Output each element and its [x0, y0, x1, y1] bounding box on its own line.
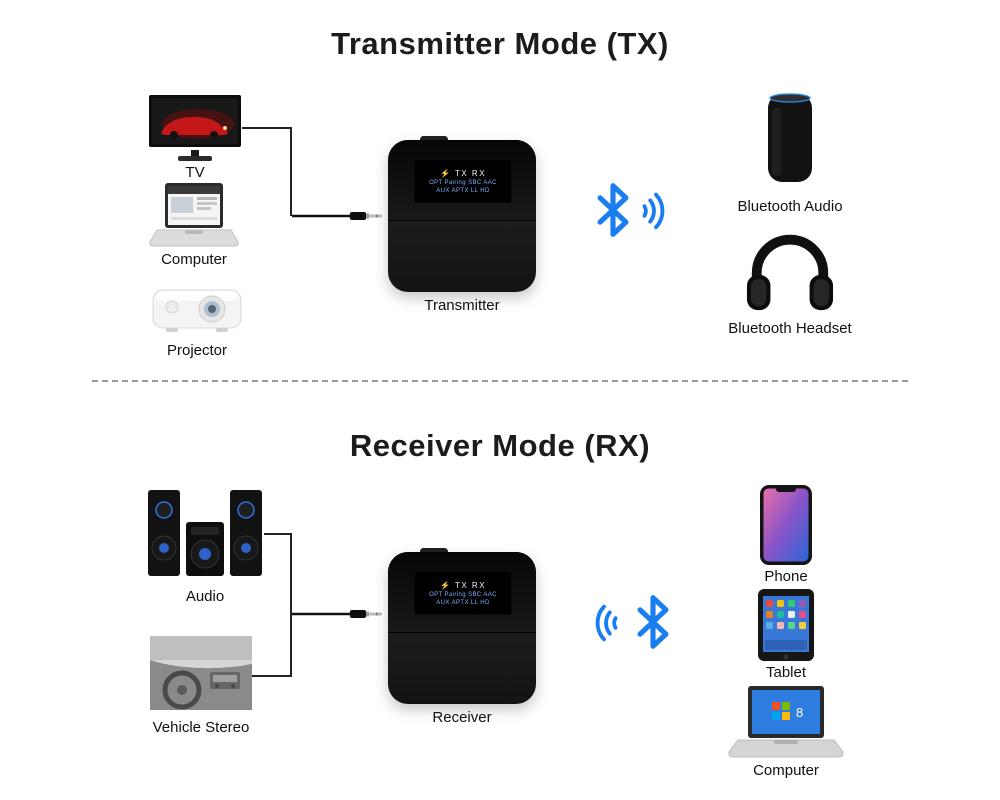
label-bluetooth-headset: Bluetooth Headset [728, 320, 852, 337]
device-codec-text: AUX APTX LL HD [436, 599, 490, 606]
device-codec-text: OPT Pairing SBC AAC [429, 179, 497, 186]
tablet-icon [758, 589, 814, 661]
rx-section-title: Receiver Mode (RX) [349, 428, 651, 463]
bluetooth-icon [637, 595, 669, 649]
bluetooth-icon [597, 183, 629, 237]
headphones-icon [746, 234, 834, 311]
device-display: ⚡ TX RX OPT Pairing SBC AAC AUX APTX LL … [414, 571, 512, 615]
transmitter-device: ⚡ TX RX OPT Pairing SBC AAC AUX APTX LL … [388, 136, 536, 292]
smart-speaker-icon [768, 93, 812, 182]
tv-icon [149, 95, 241, 161]
laptop-icon [149, 183, 239, 247]
laptop-screen-badge: 8 [796, 705, 803, 720]
label-projector: Projector [166, 342, 228, 359]
signal-waves-icon [595, 604, 618, 642]
device-gloss-panel: ⚡ TX RX OPT Pairing SBC AAC AUX APTX LL … [388, 140, 536, 221]
device-status-text: ⚡ TX RX [439, 168, 487, 178]
label-vehicle-stereo: Vehicle Stereo [152, 719, 250, 736]
bluetooth-signal-group [586, 592, 678, 652]
laptop-icon: 8 [728, 686, 844, 758]
device-codec-text: AUX APTX LL HD [436, 187, 490, 194]
car-stereo-icon [150, 636, 252, 710]
label-tablet: Tablet [765, 664, 807, 681]
connector-line [264, 533, 290, 535]
label-audio: Audio [185, 588, 225, 605]
speakers-icon [148, 490, 262, 576]
signal-waves-icon [642, 192, 665, 230]
connector-line [290, 127, 292, 216]
tx-section-title: Transmitter Mode (TX) [331, 26, 669, 61]
phone-icon [760, 485, 812, 565]
label-computer-tx: Computer [161, 251, 227, 268]
label-computer-rx: Computer [753, 762, 819, 779]
label-transmitter: Transmitter [424, 297, 500, 314]
device-display: ⚡ TX RX OPT Pairing SBC AAC AUX APTX LL … [414, 159, 512, 203]
pairing-button [420, 548, 448, 555]
device-codec-text: OPT Pairing SBC AAC [429, 591, 497, 598]
bluetooth-signal-group [592, 182, 682, 242]
label-receiver: Receiver [432, 709, 492, 726]
label-tv: TV [185, 164, 205, 181]
label-phone: Phone [764, 568, 808, 585]
connector-line [252, 675, 290, 677]
connector-line [242, 127, 292, 129]
pairing-button [420, 136, 448, 143]
receiver-device: ⚡ TX RX OPT Pairing SBC AAC AUX APTX LL … [388, 548, 536, 704]
audio-cable-icon [292, 610, 382, 618]
device-status-text: ⚡ TX RX [439, 580, 487, 590]
connector-line [290, 533, 292, 677]
label-bluetooth-audio: Bluetooth Audio [737, 198, 843, 215]
section-divider [92, 380, 908, 382]
audio-cable-icon [292, 212, 382, 220]
device-gloss-panel: ⚡ TX RX OPT Pairing SBC AAC AUX APTX LL … [388, 552, 536, 633]
projector-icon [152, 289, 242, 332]
